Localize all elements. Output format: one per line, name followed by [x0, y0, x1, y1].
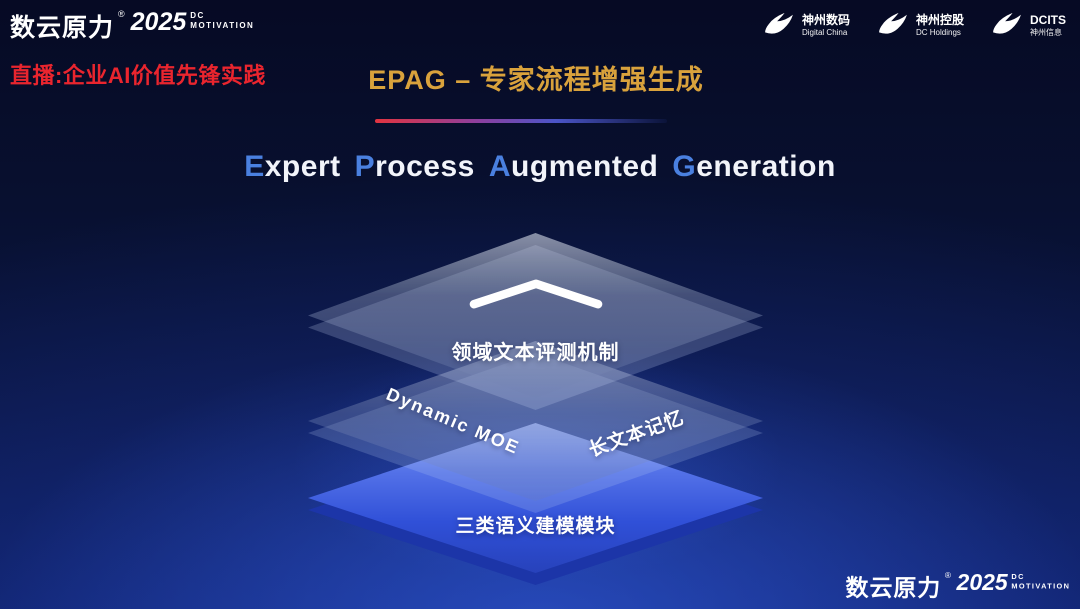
subtitle-word: Expert — [244, 150, 340, 184]
logo-name: 神州数码 — [801, 12, 850, 27]
logo-text: 神州控股 DC Holdings — [916, 13, 964, 38]
brand-tagline-dc: DC — [190, 11, 205, 20]
brand-tagline-motivation: MOTIVATION — [1011, 581, 1070, 591]
logo-dcits: DCITS 神州信息 — [990, 12, 1066, 38]
layer-label: 三类语义建模模块 — [455, 516, 616, 537]
logo-subtitle: Digital China — [801, 27, 848, 37]
registered-mark: ® — [944, 570, 951, 580]
layer-diagram: 领域文本评测机制 Dynamic MOE 长文本记忆 三类语义建模模块 — [188, 233, 888, 609]
subtitle-word: Augmented — [489, 150, 659, 184]
title-underline — [375, 119, 667, 123]
highlight-letter: P — [354, 150, 376, 183]
brand-logo-top-left: 数云原力 ® 2025 DC MOTIVATION — [10, 8, 254, 44]
partner-logos: 神州数码 Digital China 神州控股 DC Holdings DCIT… — [762, 12, 1066, 38]
highlight-letter: A — [488, 150, 512, 183]
subtitle-word: Process — [355, 150, 475, 184]
chevron-up-icon — [469, 279, 602, 309]
brand-name: 数云原力 — [845, 575, 941, 602]
registered-mark: ® — [118, 9, 125, 19]
brand-logo-bottom-right: 数云原力 ® 2025 DC MOTIVATION — [845, 570, 1070, 603]
brand-year: 2025 — [130, 8, 187, 36]
subtitle-epag: Expert Process Augmented Generation — [244, 150, 836, 184]
brand-name: 数云原力 — [10, 14, 115, 42]
logo-name: 神州控股 — [915, 12, 964, 27]
word-rest: ugmented — [511, 150, 659, 183]
logo-text: DCITS 神州信息 — [1030, 13, 1066, 38]
word-rest: eneration — [696, 150, 836, 183]
swoosh-icon — [879, 12, 907, 34]
layer-label: 领域文本评测机制 — [451, 342, 620, 364]
layer-face — [308, 233, 763, 398]
layer-semantic-modeling: 三类语义建模模块 — [308, 423, 763, 585]
brand-tagline: DC MOTIVATION — [1011, 573, 1070, 591]
page-title: EPAG – 专家流程增强生成 — [368, 65, 704, 95]
subtitle-word: Generation — [672, 150, 835, 184]
live-label: 直播:企业AI价值先锋实践 — [10, 63, 266, 88]
brand-tagline: DC MOTIVATION — [190, 11, 254, 31]
brand-year: 2025 — [956, 569, 1008, 596]
logo-subtitle: 神州信息 — [1030, 27, 1062, 37]
layer-evaluation: 领域文本评测机制 — [308, 233, 763, 410]
logo-digital-china: 神州数码 Digital China — [762, 12, 850, 38]
highlight-letter: E — [244, 150, 265, 183]
logo-name: DCITS — [1030, 12, 1066, 27]
swoosh-icon — [765, 12, 793, 34]
brand-tagline-dc: DC — [1011, 572, 1025, 581]
brand-tagline-motivation: MOTIVATION — [190, 21, 255, 30]
word-rest: rocess — [375, 150, 475, 183]
logo-dc-holdings: 神州控股 DC Holdings — [876, 12, 964, 38]
highlight-letter: G — [672, 150, 697, 183]
swoosh-icon — [993, 12, 1021, 34]
logo-text: 神州数码 Digital China — [802, 13, 850, 38]
logo-subtitle: DC Holdings — [915, 27, 961, 37]
word-rest: xpert — [264, 150, 341, 183]
